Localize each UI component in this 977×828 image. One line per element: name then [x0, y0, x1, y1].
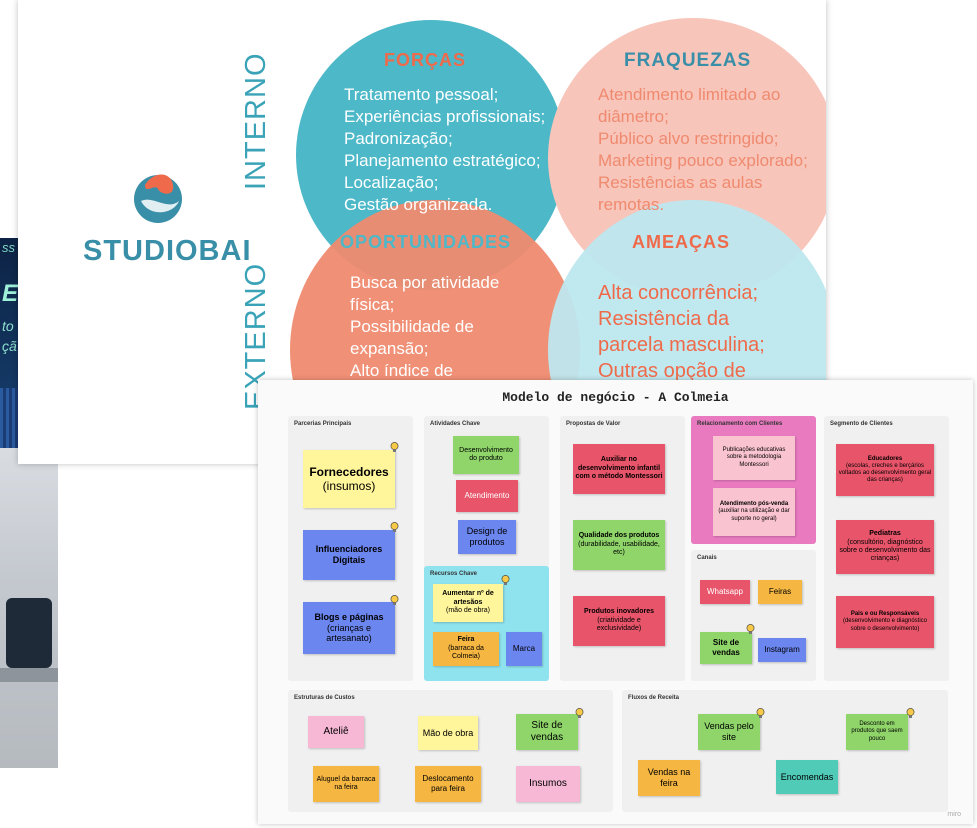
note-educadores-bold: Educadores: [867, 455, 903, 462]
background-chair: [6, 598, 52, 668]
lightbulb-icon: [906, 708, 915, 718]
fraquezas-items: Atendimento limitado ao diâmetro; Públic…: [598, 85, 808, 214]
note-instagram[interactable]: Instagram: [758, 638, 806, 662]
note-feiras-canal[interactable]: Feiras: [758, 580, 802, 604]
note-desenvolvimento[interactable]: Desenvolvimento do produto: [453, 436, 519, 474]
note-vendas-site[interactable]: Vendas pelo site: [698, 714, 760, 750]
note-inovadores[interactable]: Produtos inovadores (criatividade e excl…: [573, 596, 665, 646]
note-whatsapp[interactable]: Whatsapp: [700, 580, 750, 604]
lightbulb-icon: [501, 575, 510, 585]
lightbulb-icon: [746, 624, 755, 634]
studiobai-logo-mark: [123, 165, 193, 225]
panel-custos-title: Estruturas de Custos: [294, 695, 355, 701]
note-artesaos-rest: (mão de obra): [446, 607, 490, 615]
oportunidades-title: OPORTUNIDADES: [340, 232, 512, 252]
note-aluguel[interactable]: Aluguel da barraca na feira: [313, 766, 379, 802]
lightbulb-icon: [390, 522, 399, 532]
note-pais[interactable]: Pais e ou Responsáveis (desenvolvimento …: [836, 596, 934, 648]
note-blogs-bold: Blogs e páginas: [314, 611, 384, 622]
note-pediatras-rest: (consultório, diagnóstico sobre o desenv…: [839, 538, 931, 563]
panel-relacionamento-title: Relacionamento com Clientes: [697, 421, 783, 427]
fraquezas-title: FRAQUEZAS: [624, 50, 752, 71]
note-fornecedores[interactable]: Fornecedores (insumos): [303, 450, 395, 508]
note-qualidade[interactable]: Qualidade dos produtos (durabilidade, us…: [573, 520, 665, 570]
note-pediatras[interactable]: Pediatras (consultório, diagnóstico sobr…: [836, 520, 934, 574]
note-fornecedores-rest: (insumos): [322, 479, 376, 493]
panel-segmento-title: Segmento de Clientes: [830, 421, 893, 427]
forcas-title: FORÇAS: [384, 50, 466, 70]
note-deslocamento[interactable]: Deslocamento para feira: [415, 766, 481, 802]
note-marca[interactable]: Marca: [506, 632, 542, 666]
background-text-3: to: [2, 318, 14, 334]
note-feira-recurso[interactable]: Feira (barraca da Colmeia): [433, 632, 499, 666]
background-desk: [0, 668, 58, 682]
note-pais-rest: (desenvolvimento e diagnóstico sobre o d…: [842, 618, 928, 632]
note-site-canal[interactable]: Site de vendas: [700, 632, 752, 664]
panel-receita-title: Fluxos de Receita: [628, 695, 680, 701]
panel-canais-title: Canais: [697, 555, 717, 561]
note-blogs-rest: (crianças e artesanato): [326, 622, 372, 644]
oportunidades-items: Busca por atividade física; Possibilidad…: [350, 273, 500, 380]
studiobai-logo-text: STUDIOBAI: [83, 235, 252, 267]
panel-atividades-title: Atividades Chave: [430, 421, 481, 427]
note-atelie[interactable]: Ateliê: [308, 716, 364, 748]
interno-label: INTERNO: [240, 52, 272, 191]
background-text-4: çã: [2, 338, 17, 354]
note-artesaos[interactable]: Aumentar nº de artesãos (mão de obra): [433, 584, 503, 622]
studiobai-logo: STUDIOBAI: [83, 174, 251, 268]
note-encomendas[interactable]: Encomendas: [776, 760, 838, 794]
ameacas-items: Alta concorrência; Resistência da parcel…: [598, 282, 765, 382]
note-posvenda[interactable]: Atendimento pós-venda (auxiliar na utili…: [713, 488, 795, 536]
note-publicacoes[interactable]: Publicações educativas sobre a metodolog…: [713, 436, 795, 480]
miro-watermark: miro: [947, 811, 961, 818]
panel-propostas-title: Propostas de Valor: [566, 421, 621, 427]
note-desconto[interactable]: Desconto em produtos que saem pouco: [846, 714, 908, 750]
note-feira-recurso-bold: Feira: [457, 636, 475, 644]
note-site-custo[interactable]: Site de vendas: [516, 714, 578, 750]
note-inovadores-rest: (criatividade e exclusividade): [596, 616, 642, 633]
lightbulb-icon: [390, 595, 399, 605]
lightbulb-icon: [756, 708, 765, 718]
note-feira-recurso-rest: (barraca da Colmeia): [448, 644, 484, 661]
board-title: Modelo de negócio - A Colmeia: [502, 390, 729, 405]
lightbulb-icon: [575, 708, 584, 718]
forcas-items: Tratamento pessoal; Experiências profiss…: [344, 85, 546, 214]
note-inovadores-bold: Produtos inovadores: [583, 608, 654, 616]
note-blogs[interactable]: Blogs e páginas (crianças e artesanato): [303, 602, 395, 654]
note-pediatras-bold: Pediatras: [869, 530, 901, 538]
note-posvenda-rest: (auxiliar na utilização e dar suporte no…: [718, 508, 790, 522]
business-model-board: Modelo de negócio - A Colmeia Parcerias …: [258, 380, 973, 824]
note-design[interactable]: Design de produtos: [458, 520, 516, 554]
note-fornecedores-bold: Fornecedores: [309, 464, 389, 479]
note-qualidade-bold: Qualidade dos produtos: [578, 532, 660, 540]
panel-recursos-title: Recursos Chave: [430, 571, 478, 577]
panel-parcerias-title: Parcerias Principais: [294, 421, 352, 427]
note-insumos[interactable]: Insumos: [516, 766, 580, 802]
note-artesaos-bold: Aumentar nº de artesãos: [442, 590, 494, 606]
note-mao-obra[interactable]: Mão de obra: [418, 716, 478, 750]
note-posvenda-bold: Atendimento pós-venda: [719, 501, 789, 508]
note-educadores-rest: (escolas, creches e berçários voltados a…: [838, 462, 932, 484]
note-auxiliar[interactable]: Auxiliar no desenvolvimento infantil com…: [573, 444, 665, 494]
note-influenciadores-bold: Influenciadores Digitais: [315, 544, 383, 565]
note-pais-bold: Pais e ou Responsáveis: [850, 611, 920, 618]
ameacas-title: AMEAÇAS: [632, 232, 731, 252]
note-vendas-feira[interactable]: Vendas na feira: [638, 760, 700, 796]
note-educadores[interactable]: Educadores (escolas, creches e berçários…: [836, 444, 934, 496]
lightbulb-icon: [390, 442, 399, 452]
note-qualidade-rest: (durabilidade, usabilidade, etc): [578, 540, 660, 557]
note-influenciadores[interactable]: Influenciadores Digitais: [303, 530, 395, 580]
background-text-2: E: [2, 280, 19, 307]
note-atendimento[interactable]: Atendimento: [456, 480, 518, 512]
background-text-1: ss: [2, 240, 15, 255]
